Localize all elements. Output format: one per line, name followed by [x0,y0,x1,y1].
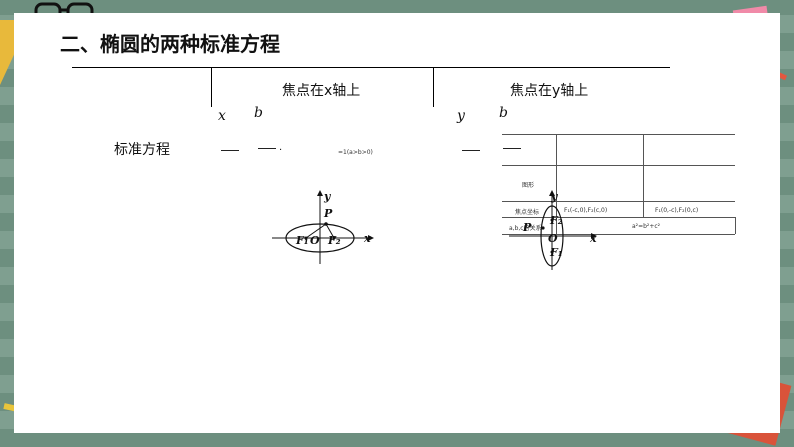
graph-x-label-p: P [324,207,333,220]
mini-table-col-1 [556,134,557,234]
formula-y-denominator: b [499,105,508,121]
graph-x-label-f2: F₂ [328,234,341,247]
graph-x-label-y: y [324,190,331,203]
formula-x-numerator: x [218,108,226,124]
graph-y-label-y: y [551,190,558,203]
mini-focus-x: F₁(-c,0),F₂(c,0) [564,207,608,214]
mini-table-rule-5 [502,234,735,235]
graph-y-label-f2: F₂ [550,214,563,227]
fraction-bar-3 [462,150,480,151]
graph-y-label-o: O [548,232,558,245]
table-top-rule [72,67,670,68]
formula-period: . [279,142,283,153]
formula-y-numerator: y [457,108,465,124]
fraction-bar-1 [221,150,239,151]
fraction-bar-2 [258,148,276,149]
mini-table-col-2 [643,134,644,217]
ellipse-graph-x-axis [272,190,374,264]
table-divider-1 [211,67,212,107]
mini-row-focus: 焦点坐标 [515,209,540,216]
mini-table-col-3 [735,217,736,234]
graph-y-label-p: P [523,221,532,234]
mini-table-rule-3 [502,201,735,202]
table-divider-2 [433,67,434,107]
graph-y-label-f1: F₁ [550,246,563,259]
mini-focus-y: F₁(0,-c),F₂(0,c) [655,207,699,214]
mini-table-rule-4 [502,217,735,218]
graph-x-label-o: O [310,234,320,247]
mini-table-rule-1 [502,134,735,135]
graph-x-label-x: x [364,232,371,245]
graph-x-label-f1: F₁ [296,234,309,247]
ellipse-graph-y-axis [509,190,597,270]
mini-row-shape: 图形 [522,182,535,189]
header-focus-x: 焦点在x轴上 [282,83,361,99]
mini-row-abc: a,b,c的关系 [509,225,542,232]
fraction-bar-4 [503,148,521,149]
header-focus-y: 焦点在y轴上 [510,83,589,99]
row-label-standard-equation: 标准方程 [114,142,170,158]
graph-y-label-x: x [590,232,597,245]
slide-canvas [14,13,780,433]
page-title: 二、椭圆的两种标准方程 [60,32,280,56]
formula-x-denominator: b [254,105,263,121]
mini-table-rule-2 [502,165,735,166]
mini-abc-value: a²=b²+c² [632,223,661,230]
formula-condition: =1(a>b>0) [338,149,373,156]
